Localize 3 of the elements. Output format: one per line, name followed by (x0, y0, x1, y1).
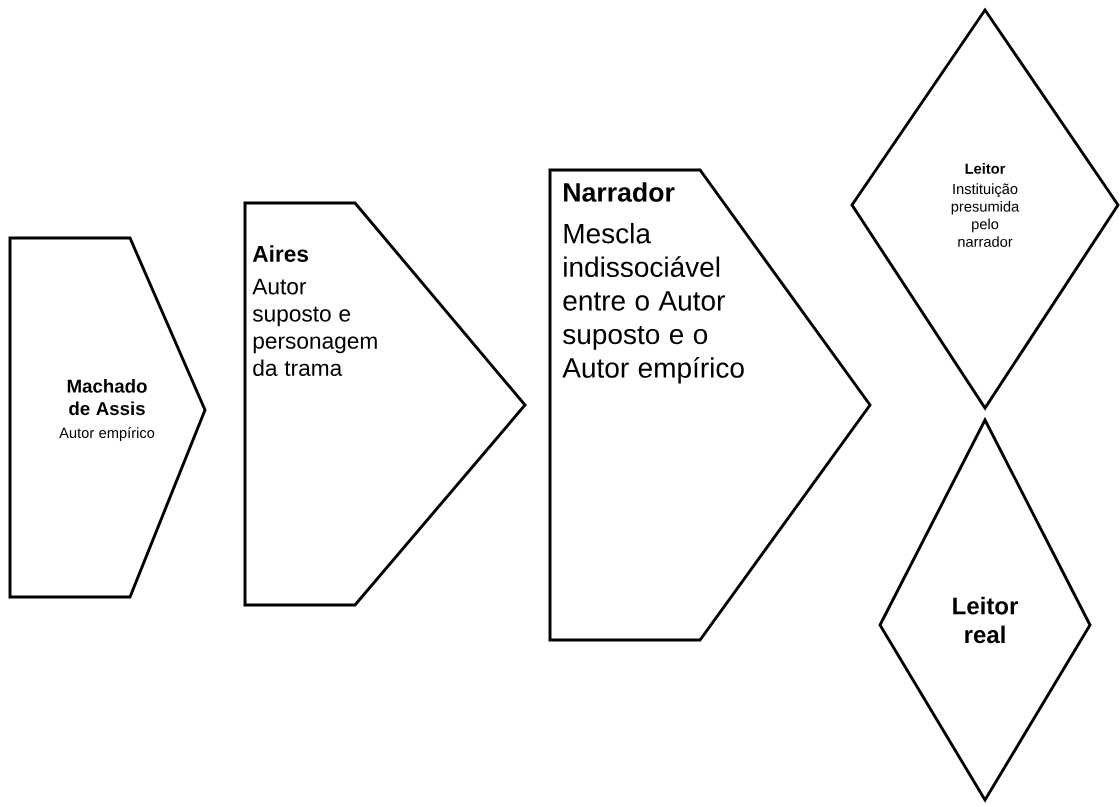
chevron-arrow-box: Machado de Assis Autor empírico (8, 236, 207, 599)
chevron-arrow-box: Aires Autor suposto e personagem da trama (243, 201, 527, 607)
chevron-arrow-box: Narrador Mescla indissociável entre o Autor suposto e o Autor empírico (548, 168, 872, 642)
